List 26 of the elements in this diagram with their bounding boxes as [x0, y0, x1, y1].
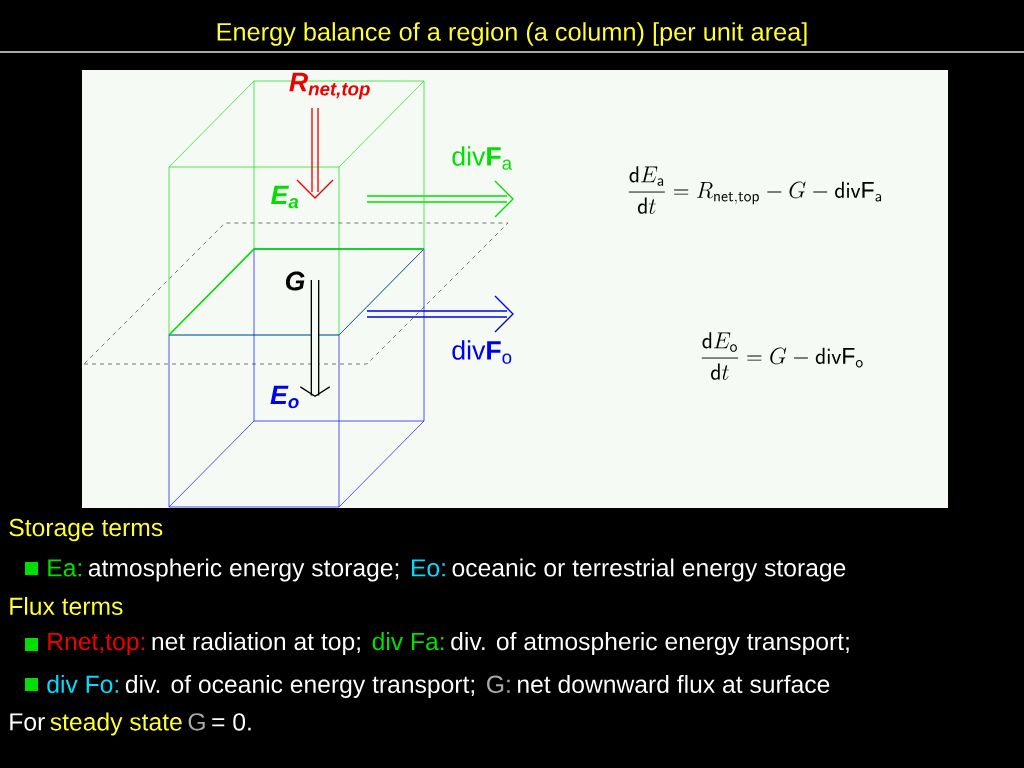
text-line: Flux terms [10, 596, 123, 616]
text-line: atmospheric energy storage; [88, 558, 399, 582]
flux-label: divF$_{a}$ [452, 146, 513, 170]
text-line: div Fo: [47, 674, 118, 694]
text-line: G: [487, 675, 510, 694]
title: Energy balance of a region (a column) [per unit area] [217, 22, 807, 46]
text-line: steady state [50, 712, 182, 736]
text-line: G [188, 713, 205, 731]
text-line: net radiation at top; [152, 632, 360, 656]
equation: $\frac{\mathsf{d}E_{\mathsf{o}}}{\mathsf{d}t}=G-\mathsf{div}\mathrm{F}_{\mathsf{o}}$ [701, 332, 863, 380]
text-line: Rnet,top: [48, 632, 145, 656]
text-line: div Fa: [372, 632, 444, 651]
text-line: Eo: [412, 559, 445, 577]
symbol-label: R$_{net,top}$ [289, 72, 370, 100]
flux-arrow [299, 280, 331, 397]
text-line: For [10, 713, 45, 731]
text-line: = 0. [212, 713, 251, 731]
flux-label: divF$_{o}$ [452, 340, 512, 364]
equation: $\frac{\mathsf{d}E_{\mathsf{a}}}{\mathsf{d}t}=R_{\mathsf{net,top}}-G-\mathsf{div}\mathrm{F}_{\mathsf{a}}$ [628, 166, 882, 214]
text-line: Storage terms [9, 518, 163, 542]
text-line: net downward flux at surface [518, 674, 830, 694]
edge-label: G [285, 271, 305, 291]
text-line: div. of atmospheric energy transport; [451, 632, 849, 656]
text-line: Ea: [48, 559, 82, 577]
text-line: div. of oceanic energy transport; [125, 674, 474, 698]
text-line: oceanic or terrestrial energy storage [452, 558, 846, 582]
